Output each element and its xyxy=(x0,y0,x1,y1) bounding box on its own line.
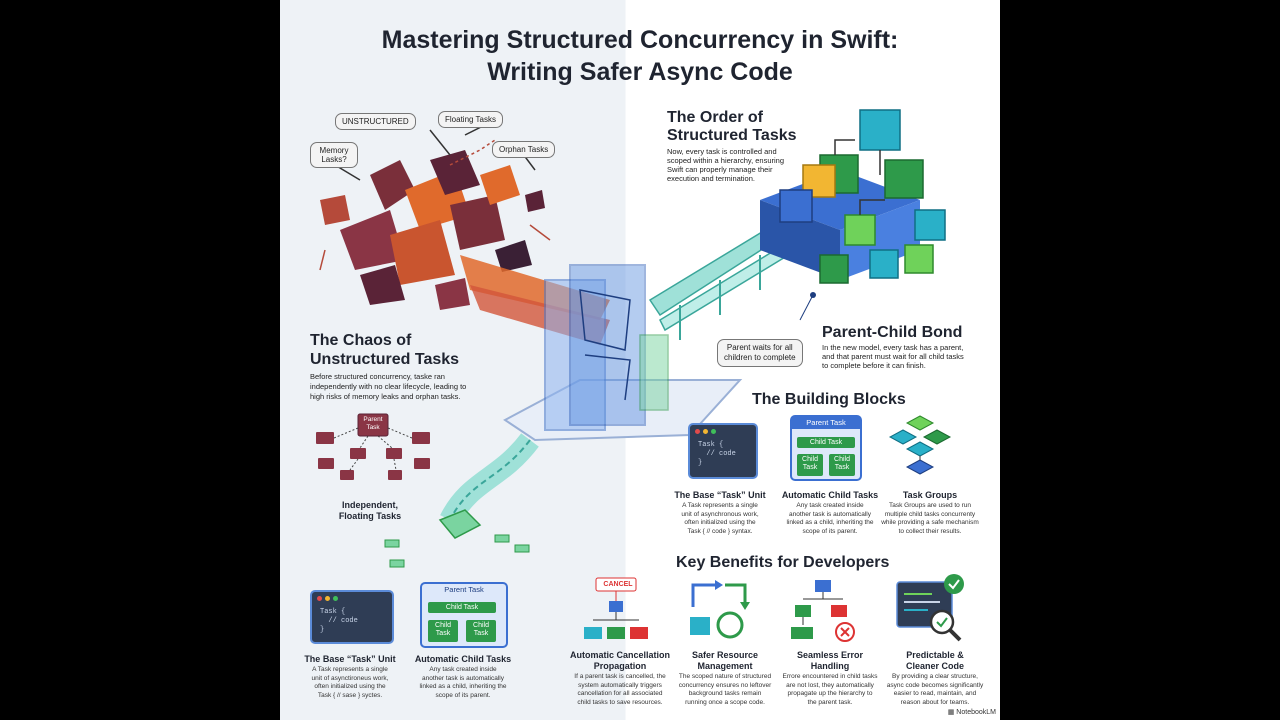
bl-code: Task { // code } xyxy=(320,608,358,634)
clean-code-icon xyxy=(896,574,964,642)
benefit-2-title: Safer Resource Management xyxy=(691,650,759,671)
benefit-4-title: Predictable & Cleaner Code xyxy=(905,650,965,671)
order-body-1: Now, every task is controlled and xyxy=(667,147,777,156)
bl-item-1-body: A Task represents a single unit of async… xyxy=(311,666,389,699)
bb-item-3-body: Task Groups are used to run multiple chi… xyxy=(881,502,979,535)
cancel-propagation-icon xyxy=(584,577,648,639)
bubble-floating-tasks: Floating Tasks xyxy=(438,111,503,128)
tree-root-label: Parent Task xyxy=(363,416,383,431)
bond-bubble-line-2: children to complete xyxy=(724,353,796,362)
bl-code-card: Task { // code } xyxy=(310,590,394,644)
chaos-shards xyxy=(319,124,610,345)
gateway xyxy=(503,264,743,442)
bb-code-card: Task { // code } xyxy=(688,423,758,479)
concurrency-illustration xyxy=(319,109,946,568)
bb-item-1-body: A Task represents a single unit of async… xyxy=(681,502,759,535)
bond-bubble-line-1: Parent waits for all xyxy=(726,343,793,352)
structured-blocks xyxy=(760,109,946,321)
chaos-heading-2: Unstructured Tasks xyxy=(310,351,460,368)
order-body-4: execution and termination. xyxy=(667,174,755,183)
bubble-unstructured: UNSTRUCTURED xyxy=(335,113,416,130)
chaos-body-2: independently with no clear lifecycle, l… xyxy=(310,382,467,391)
order-body-2: scoped within a hierarchy, ensuring xyxy=(667,156,785,165)
infographic: Mastering Structured Concurrency in Swif… xyxy=(280,0,1000,720)
bb-code: Task { // code } xyxy=(698,441,736,467)
building-blocks-heading: The Building Blocks xyxy=(752,391,906,408)
bl-item-2-body: Any task created inside another task is … xyxy=(419,666,507,699)
benefit-1-title: Automatic Cancellation Propagation xyxy=(569,650,670,671)
bond-body-3: to complete before it can finish. xyxy=(822,361,926,370)
chaos-body-3: high risks of memory leaks and orphan ta… xyxy=(310,392,461,401)
bb-child-small-2: Child Task xyxy=(829,454,855,476)
bb-item-3-title: Task Groups xyxy=(902,490,958,500)
benefits-heading: Key Benefits for Developers xyxy=(676,554,890,571)
bb-parent-card: Parent Task Child Task Child Task Child … xyxy=(790,415,862,481)
order-heading-2: Structured Tasks xyxy=(667,127,797,144)
bl-child-small-2: Child Task xyxy=(466,620,496,642)
bond-heading: Parent-Child Bond xyxy=(822,324,963,341)
bubble-orphan-tasks: Orphan Tasks xyxy=(492,141,556,158)
brand-badge: ▦ NotebookLM xyxy=(948,708,996,716)
notebooklm-icon: ▦ xyxy=(947,709,955,716)
bubble-memory-leaks: Memory Lasks? xyxy=(310,142,358,168)
bond-bubble: Parent waits for all children to complet… xyxy=(717,339,803,367)
floating-task-tree xyxy=(316,413,430,480)
bl-parent-card: Parent Task Child Task Child Task Child … xyxy=(420,582,508,648)
bl-child-label: Child Task xyxy=(428,602,496,613)
flow-path xyxy=(384,433,539,568)
benefit-1-body: If a parent task is cancelled, the syste… xyxy=(574,673,666,706)
bond-body-2: and that parent must wait for all child … xyxy=(822,352,964,361)
bb-item-1-title: The Base “Task” Unit xyxy=(674,490,766,500)
tree-caption-1: Independent, xyxy=(342,500,398,510)
task-groups-icon xyxy=(888,415,952,475)
title-line-2: Writing Safer Async Code xyxy=(487,58,793,86)
bl-parent-label: Parent Task xyxy=(444,585,484,594)
benefit-3-title: Seamless Error Handling xyxy=(796,650,864,671)
error-handling-icon xyxy=(791,580,855,642)
bb-item-2-body: Any task created inside another task is … xyxy=(786,502,874,535)
bl-item-1-title: The Base “Task” Unit xyxy=(304,654,396,664)
bl-child-small-1: Child Task xyxy=(428,620,458,642)
cancel-label: CANCEL xyxy=(603,581,633,588)
bl-item-2-title: Automatic Child Tasks xyxy=(414,654,512,664)
chaos-heading-1: The Chaos of xyxy=(310,332,412,349)
benefit-4-body: By providing a clear structure, async co… xyxy=(886,673,984,706)
benefit-3-body: Errore encountered in child tasks are no… xyxy=(782,673,878,706)
order-body-3: Swift can properly manage their xyxy=(667,165,773,174)
brand-label: NotebookLM xyxy=(956,709,996,716)
bb-item-2-title: Automatic Child Tasks xyxy=(781,490,879,500)
tree-caption-2: Floating Tasks xyxy=(338,511,402,521)
benefit-2-body: The scoped nature of structured concurre… xyxy=(678,673,772,706)
bond-body-1: In the new model, every task has a paren… xyxy=(822,343,964,352)
bb-child-small-1: Child Task xyxy=(797,454,823,476)
order-heading-1: The Order of xyxy=(667,109,764,126)
bb-parent-label: Parent Task xyxy=(792,417,860,429)
bb-child-label: Child Task xyxy=(797,437,855,448)
title-line-1: Mastering Structured Concurrency in Swif… xyxy=(381,26,899,54)
recycle-icon xyxy=(690,580,750,639)
chaos-body-1: Before structured concurrency, taske ran xyxy=(310,372,445,381)
